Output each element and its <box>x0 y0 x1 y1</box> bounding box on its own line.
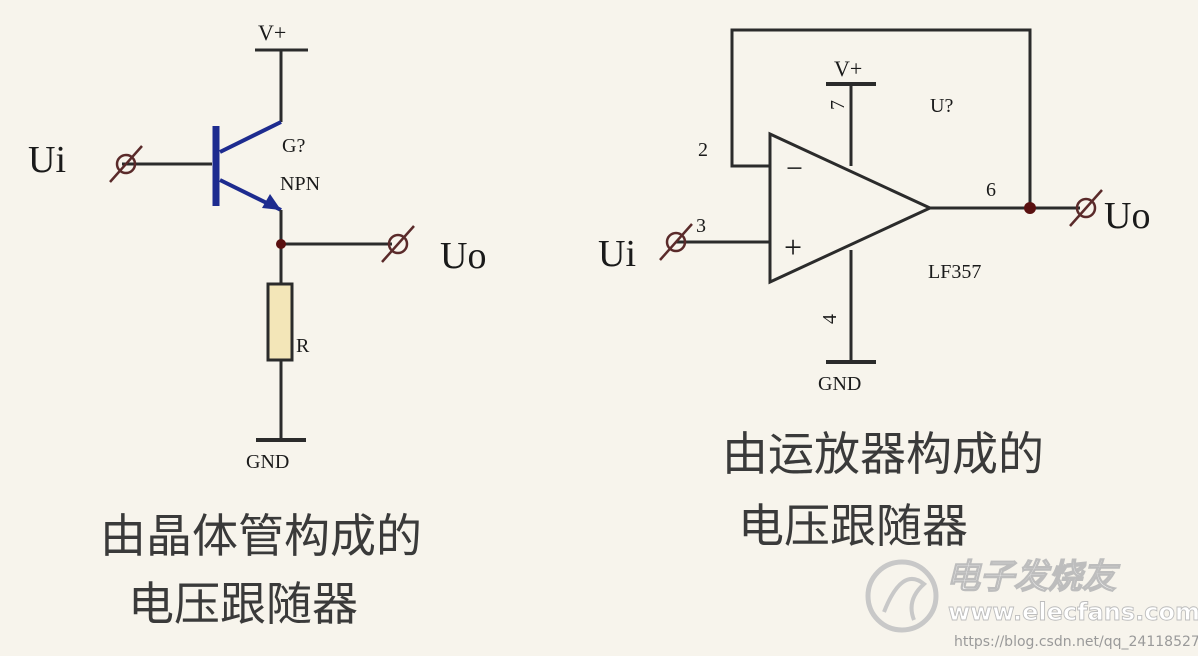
inverting-sign: − <box>786 152 803 185</box>
watermark-logo-circle <box>865 559 939 633</box>
opamp-triangle <box>768 131 934 285</box>
output-label-right: Uo <box>1104 195 1150 237</box>
emitter-arrow <box>262 194 281 210</box>
transistor-type-label: NPN <box>280 173 320 195</box>
transistor-follower-circuit: V+ G? NPN Ui Uo R GND 由晶体管构成的 电压跟随器 <box>28 20 486 631</box>
caption-right-line2: 电压跟随器 <box>738 499 968 553</box>
input-terminal-slash-left <box>109 145 143 183</box>
transistor-ref-label: G? <box>282 135 305 157</box>
output-terminal-right <box>1075 197 1097 219</box>
input-terminal-left <box>115 153 137 175</box>
csdn-source-watermark: https://blog.csdn.net/qq_24118527 <box>954 634 1198 650</box>
opamp-ref-label: U? <box>930 95 953 117</box>
pin-2-label: 2 <box>698 139 708 161</box>
input-terminal-slash-right <box>659 223 693 261</box>
pin-7-label: 7 <box>827 100 849 110</box>
opamp-part-label: LF357 <box>928 261 981 283</box>
resistor-label: R <box>296 335 310 357</box>
watermark-brand: 电子发烧友 <box>946 557 1121 597</box>
caption-left-line1: 由晶体管构成的 <box>100 509 422 563</box>
gnd-label-right: GND <box>818 373 861 395</box>
watermark-logo-swoosh <box>882 577 928 621</box>
opamp-follower-circuit: − + U? LF357 2 3 6 7 4 V+ Ui Uo GND 由运放器… <box>598 28 1150 553</box>
resistor-body <box>266 282 294 362</box>
vplus-label-right: V+ <box>834 56 862 81</box>
pin-6-label: 6 <box>986 179 996 201</box>
vplus-label-left: V+ <box>258 20 286 45</box>
output-terminal-left <box>387 233 409 255</box>
feedback-wire <box>730 28 1032 208</box>
caption-right-line1: 由运放器构成的 <box>722 427 1044 481</box>
elecfans-watermark: 电子发烧友 www.elecfans.com <box>865 556 1198 633</box>
noninverting-sign: + <box>784 229 802 265</box>
output-terminal-slash-right <box>1069 189 1103 227</box>
gnd-label-left: GND <box>246 451 289 473</box>
transistor-collector <box>219 120 282 154</box>
output-label-left: Uo <box>440 235 486 277</box>
input-label-left: Ui <box>28 139 66 181</box>
caption-left-line2: 电压跟随器 <box>128 577 358 631</box>
output-terminal-slash-left <box>381 225 415 263</box>
junction-dot-right <box>1024 202 1036 214</box>
pin-3-label: 3 <box>696 215 706 237</box>
input-label-right: Ui <box>598 233 636 275</box>
junction-dot-left <box>276 239 286 249</box>
pin-4-label: 4 <box>819 314 841 324</box>
input-terminal-right <box>665 231 687 253</box>
watermark-url: www.elecfans.com <box>948 598 1198 626</box>
